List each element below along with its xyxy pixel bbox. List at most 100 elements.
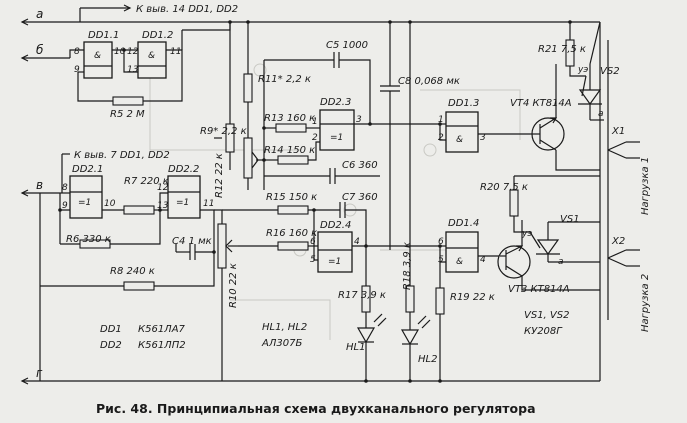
resistor-r16 — [277, 241, 309, 251]
resistor-r15-label: R15 150 к — [266, 192, 317, 203]
resistor-r11 — [243, 73, 253, 103]
load-2-label: Нагрузка 2 — [640, 274, 651, 332]
top-rail-note: К выв. 14 DD1, DD2 — [136, 4, 238, 15]
rail-v-label: в — [36, 178, 43, 192]
resistor-r6-label: R6 330 к — [66, 234, 111, 245]
transistor-vt4-label: VT4 КТ814А — [510, 98, 572, 109]
resistor-r7-label: R7 220 к — [124, 176, 169, 187]
capacitor-c4-label: C4 1 мк — [172, 236, 212, 247]
gate-dd2-3-pin-in1: 1 — [312, 117, 318, 127]
capacitor-c8-label: C8 0,068 мк — [398, 76, 460, 87]
rail-a-label: а — [36, 7, 43, 21]
channel1-block: R13 160 к R14 150 к =1 DD2.3 1 2 3 C5 10… — [262, 40, 440, 190]
gate-resistors: R21 7,5 к R20 7,5 к — [480, 20, 600, 233]
oscillator-block: & DD1.1 8 9 10 & DD1.2 12 13 11 R5 2 M — [69, 22, 231, 120]
gate-dd2-4-pin-out: 4 — [354, 237, 360, 247]
connector-x2-label: X2 — [611, 236, 625, 247]
adjust-block: R11* 2,2 к R9* 2,2 к R12 22 к R10 22 к — [200, 20, 311, 381]
thyristor-vs2: VS2 уэ а — [577, 21, 620, 121]
transistor-vt4: VT4 КТ814А — [510, 64, 600, 171]
potentiometer-r10-label: R10 22 к — [228, 263, 239, 308]
gate-dd1-1-pin-in1: 8 — [74, 47, 80, 57]
transistor-vt3-label: VT3 КТ814А — [508, 284, 570, 295]
potentiometer-r12-label: R12 22 к — [214, 153, 225, 198]
gate-dd2-1 — [69, 175, 103, 219]
resistor-r7 — [123, 205, 155, 215]
gate-dd1-3-label: DD1.3 — [448, 98, 479, 109]
left-rail-note: К выв. 7 DD1, DD2 — [74, 150, 170, 161]
gate-dd2-2 — [167, 175, 201, 219]
resistor-r13 — [275, 123, 307, 133]
legend-vs-part: КУ208Г — [524, 326, 563, 337]
resistor-r18-label: R18 3,9 к — [402, 242, 413, 290]
thyristor-vs1: VS1 уэ а — [521, 214, 600, 267]
output-gates: & DD1.3 1 2 3 & DD1.4 6 5 4 R19 22 к — [435, 98, 530, 383]
resistor-r14 — [277, 155, 309, 165]
resistor-r21-label: R21 7,5 к — [538, 44, 586, 55]
load-1-label: Нагрузка 1 — [640, 157, 651, 215]
led-hl2 — [400, 329, 420, 346]
parts-legend: DD1 К561ЛА7 DD2 К561ЛП2 HL1, HL2 АЛ307Б … — [100, 310, 569, 351]
channel2-block: R15 150 к C7 360 R16 160 к =1 DD2.4 6 5 … — [222, 192, 440, 273]
channel-input-block: =1 DD2.1 8 9 10 =1 DD2.2 12 13 11 R7 220… — [39, 164, 216, 381]
gate-dd2-1-symbol: =1 — [78, 198, 91, 208]
resistor-r8-label: R8 240 к — [110, 266, 155, 277]
legend-dd2-name: DD2 — [100, 340, 122, 351]
resistor-r19-label: R19 22 к — [450, 292, 495, 303]
thyristor-vs1-gate-label: уэ — [521, 229, 532, 239]
gate-dd1-2-symbol: & — [148, 51, 155, 61]
gate-dd1-2-pin-in2: 13 — [127, 65, 139, 75]
gate-dd1-1 — [83, 41, 113, 79]
gate-dd1-1-pin-in2: 9 — [74, 65, 80, 75]
resistor-r11-label: R11* 2,2 к — [258, 74, 311, 85]
gate-dd2-3-symbol: =1 — [330, 133, 343, 143]
resistor-r15 — [277, 205, 309, 215]
legend-dd2-part: К561ЛП2 — [138, 340, 186, 351]
legend-dd1-name: DD1 — [100, 324, 122, 335]
output-connectors: X1 X2 Нагрузка 1 Нагрузка 2 — [599, 22, 651, 381]
capacitor-c6-label: C6 360 — [342, 160, 378, 171]
figure-caption: Рис. 48. Принципиальная схема двухканаль… — [96, 401, 536, 416]
power-rails — [20, 4, 600, 385]
gate-dd2-2-symbol: =1 — [176, 198, 189, 208]
gate-dd1-3-symbol: & — [456, 135, 463, 145]
resistor-r8 — [123, 281, 155, 291]
capacitor-c5-label: C5 1000 — [326, 40, 368, 51]
resistor-r9-label: R9* 2,2 к — [200, 126, 247, 137]
potentiometer-r12 — [243, 137, 253, 179]
gate-dd2-4-pin-in1: 6 — [310, 237, 316, 247]
gate-dd2-2-pin-out: 11 — [203, 199, 214, 209]
potentiometer-r10 — [217, 223, 227, 269]
thyristor-vs1-anode-label: а — [558, 257, 564, 267]
gate-dd1-2-pin-out: 11 — [170, 47, 181, 57]
connector-x1-label: X1 — [611, 126, 625, 137]
resistor-r13-label: R13 160 к — [264, 113, 315, 124]
capacitor-c7-label: C7 360 — [342, 192, 378, 203]
gate-dd2-1-pin-in2: 9 — [62, 201, 68, 211]
resistor-r5 — [112, 96, 144, 106]
gate-dd1-4-label: DD1.4 — [448, 218, 479, 229]
legend-hl-part: АЛ307Б — [261, 338, 302, 349]
resistor-r14-label: R14 150 к — [264, 145, 315, 156]
resistor-r17-label: R17 3,9 к — [338, 290, 386, 301]
gate-dd1-2-label: DD1.2 — [142, 30, 173, 41]
led-block: R17 3,9 к HL1 R18 3,9 к HL2 — [338, 20, 437, 383]
gate-dd2-1-pin-in1: 8 — [62, 183, 68, 193]
gate-dd2-3-label: DD2.3 — [320, 97, 351, 108]
resistor-r20 — [509, 189, 519, 217]
legend-dd1-part: К561ЛА7 — [138, 324, 186, 335]
gate-dd1-4 — [445, 231, 479, 273]
gate-dd2-4-pin-in2: 5 — [310, 255, 316, 265]
gate-dd2-2-label: DD2.2 — [168, 164, 199, 175]
gate-dd2-1-label: DD2.1 — [72, 164, 103, 175]
gate-dd2-3-pin-in2: 2 — [312, 133, 318, 143]
led-hl1 — [356, 327, 376, 344]
gate-dd1-1-label: DD1.1 — [88, 30, 119, 41]
gate-dd2-2-pin-in1: 12 — [157, 183, 169, 193]
thyristor-vs2-gate-label: уэ — [577, 65, 588, 75]
gate-dd1-3-pin-out: 3 — [480, 133, 486, 143]
gate-dd2-4-label: DD2.4 — [320, 220, 351, 231]
resistor-r16-label: R16 160 к — [266, 228, 317, 239]
thyristor-vs1-label: VS1 — [560, 214, 580, 225]
